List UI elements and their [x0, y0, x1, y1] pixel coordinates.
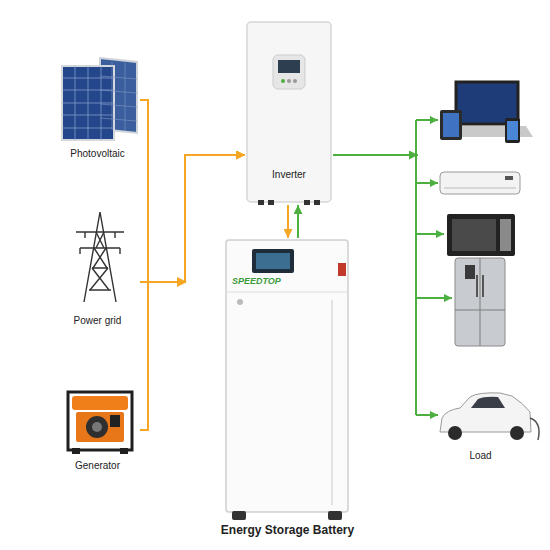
node-label: Power grid — [55, 315, 140, 327]
battery-box: Energy Storage Battery — [205, 238, 370, 540]
power-flow-line — [140, 100, 245, 282]
node-label: Generator — [55, 460, 140, 472]
air-conditioner — [440, 172, 520, 194]
node-label: Energy Storage Battery — [205, 524, 370, 536]
node-label: Photovoltaic — [55, 148, 140, 160]
power-flow-line — [297, 205, 299, 238]
power-flow-line — [287, 205, 289, 238]
source-node: Power grid — [55, 205, 140, 330]
inverter-box: Inverter — [245, 20, 333, 205]
electric-car — [440, 393, 539, 440]
load-group: Load — [418, 65, 543, 465]
brand-logo: SPEEDTOP — [232, 276, 281, 286]
power-flow-line — [333, 154, 418, 156]
solar-panel — [62, 58, 137, 140]
source-node: Generator — [55, 380, 140, 475]
node-label: Inverter — [245, 169, 333, 181]
power-tower — [76, 212, 124, 302]
power-flow-line — [140, 155, 245, 282]
node-label: Load — [418, 450, 543, 462]
microwave — [447, 214, 515, 256]
battery-cabinet — [226, 240, 348, 520]
refrigerator — [455, 258, 505, 346]
green-bus — [416, 120, 452, 415]
source-node: Photovoltaic — [55, 55, 140, 165]
laptop-devices — [440, 82, 533, 143]
power-flow-line — [140, 155, 245, 430]
generator — [68, 392, 132, 454]
